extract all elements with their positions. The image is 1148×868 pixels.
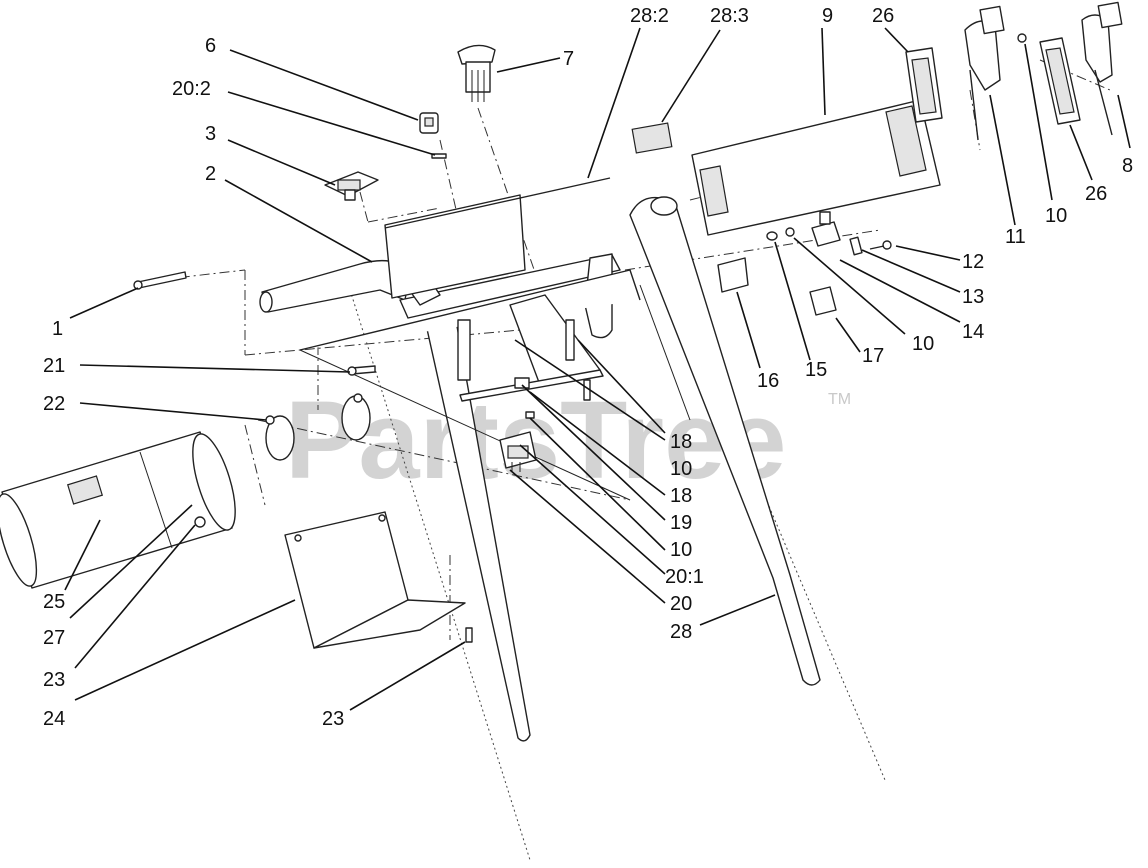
cover-24 [284, 511, 466, 649]
plug-26-right [1039, 37, 1081, 125]
lever-8 [1081, 1, 1123, 136]
callout-19: 19 [670, 512, 692, 534]
control-panel [299, 177, 631, 501]
callout-28-3: 28:3 [710, 5, 749, 27]
callout-16: 16 [757, 370, 779, 392]
callout-10-mid2: 10 [670, 539, 692, 561]
screw-12 [869, 240, 892, 250]
relay-17 [809, 286, 837, 316]
callout-11: 11 [1005, 226, 1026, 248]
callout-13: 13 [962, 286, 984, 308]
callout-27: 27 [43, 627, 65, 649]
bolt-21 [347, 365, 376, 376]
callout-14: 14 [962, 321, 984, 343]
callout-10-right: 10 [912, 333, 934, 355]
callout-10-mid1: 10 [670, 458, 692, 480]
bracket-16 [717, 257, 749, 293]
callout-2: 2 [205, 163, 216, 185]
callout-23-left: 23 [43, 669, 65, 691]
callout-21: 21 [43, 355, 65, 377]
callout-20: 20 [670, 593, 692, 615]
callout-17: 17 [862, 345, 884, 367]
part-10-center [525, 411, 535, 419]
callout-3: 3 [205, 123, 216, 145]
callout-26-right: 26 [1085, 183, 1107, 205]
washer-15 [766, 231, 778, 241]
bolt-18-upper [565, 319, 575, 361]
leader-lines [64, 27, 1131, 711]
washer-10-right [785, 227, 795, 237]
callout-10-top: 10 [1045, 205, 1067, 227]
callout-9: 9 [822, 5, 833, 27]
washer-20-2 [431, 153, 447, 159]
callout-15: 15 [805, 359, 827, 381]
callout-28-2: 28:2 [630, 5, 669, 27]
callout-18-lower: 18 [670, 485, 692, 507]
clamp-22 [265, 393, 371, 461]
decal-28-3 [631, 122, 673, 154]
plug-26-left [905, 47, 943, 123]
callout-20-2: 20:2 [172, 78, 211, 100]
callout-8: 8 [1122, 155, 1133, 177]
callout-20-1: 20:1 [665, 566, 704, 588]
watermark-tm: TM [828, 391, 851, 408]
callout-28: 28 [670, 621, 692, 643]
callout-1: 1 [52, 318, 63, 340]
key-switch-6 [419, 112, 439, 134]
callout-12: 12 [962, 251, 984, 273]
switch-20 [499, 431, 537, 472]
tube-25 [0, 431, 236, 589]
callout-6: 6 [205, 35, 216, 57]
callout-23-lower: 23 [322, 708, 344, 730]
callout-labels: 6 20:2 3 2 7 28:2 28:3 9 26 8 26 10 11 1… [43, 5, 1133, 730]
nut-23-left [194, 516, 206, 528]
callout-18-upper: 18 [670, 431, 692, 453]
part-19 [514, 377, 530, 389]
switch-14 [811, 211, 841, 247]
bolt-1 [133, 271, 187, 290]
callout-7: 7 [563, 48, 574, 70]
bolt-23-lower [465, 627, 473, 643]
callout-24: 24 [43, 708, 65, 730]
plate-13 [849, 236, 863, 256]
nut-10-top [1017, 33, 1027, 43]
callout-26-top: 26 [872, 5, 894, 27]
callout-25: 25 [43, 591, 65, 613]
handle-bar-right [629, 196, 821, 686]
decal-panel [691, 99, 941, 236]
callout-22: 22 [43, 393, 65, 415]
switch-3 [324, 171, 379, 201]
choke-knob-7 [457, 44, 496, 102]
lever-11 [964, 5, 1005, 141]
